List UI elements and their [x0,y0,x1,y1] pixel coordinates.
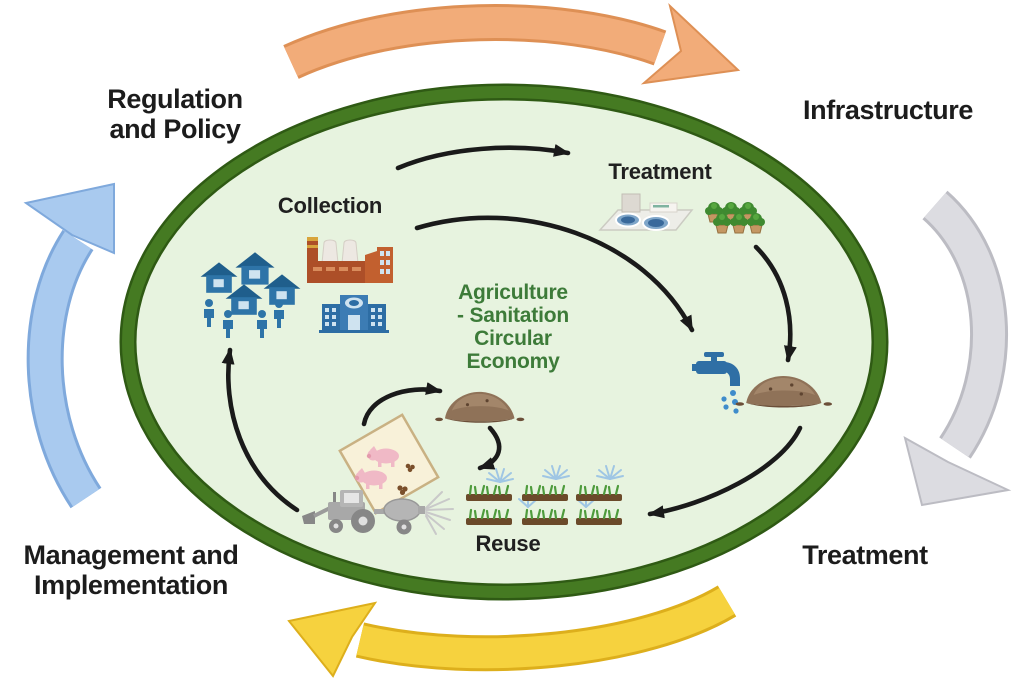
houses-and-people-icon [200,252,301,338]
crop-bed-row [466,484,622,501]
factory-icon [307,237,393,283]
manure-dots-icon [397,463,415,495]
label-infrastructure: Infrastructure [803,95,973,125]
crop-bed-row [466,508,622,525]
public-building-icon [319,295,389,333]
flow-treatment-to-compost [753,244,797,363]
label-regulation-and-policy: Regulation and Policy [107,84,243,144]
spray-lines [425,491,454,535]
outer-arrow-bottom [287,585,737,678]
outer-arrow-left [23,182,115,509]
flow-collection-to-treatment [395,144,571,171]
label-treatment-outer: Treatment [802,540,928,570]
label-collection: Collection [277,193,383,218]
flow-collection-to-water [414,215,695,333]
pig-icon [366,446,399,467]
outer-arrow-top [283,2,741,85]
treatment-tanks-icon [598,193,694,231]
flow-manure-card-to-compost [361,382,443,427]
potted-plants-icon [705,202,765,234]
pig-manure-card-icon [338,413,440,515]
label-reuse: Reuse [475,531,541,556]
center-title: Agriculture - Sanitation Circular Econom… [457,281,569,373]
irrigated-crop-beds-icon [466,465,624,525]
sprinkler-spray-icon [486,465,624,508]
tractor-sprayer-icon [302,490,454,535]
flow-compost-to-reuse-field [647,425,803,519]
pig-icon [354,468,387,489]
label-treatment-inner: Treatment [608,159,712,184]
flow-arrows [221,144,803,519]
flow-compost-to-spreading [477,425,502,471]
compost-pile-right-icon [735,376,833,408]
faucet-with-drops-icon [692,352,740,414]
label-management-implementation: Management and Implementation [23,540,239,600]
people-icons [204,299,284,338]
flow-reuse-to-collection [221,347,300,513]
outer-arrow-right [903,190,1012,507]
compost-pile-center-icon [435,391,525,423]
main-circle [119,83,889,601]
